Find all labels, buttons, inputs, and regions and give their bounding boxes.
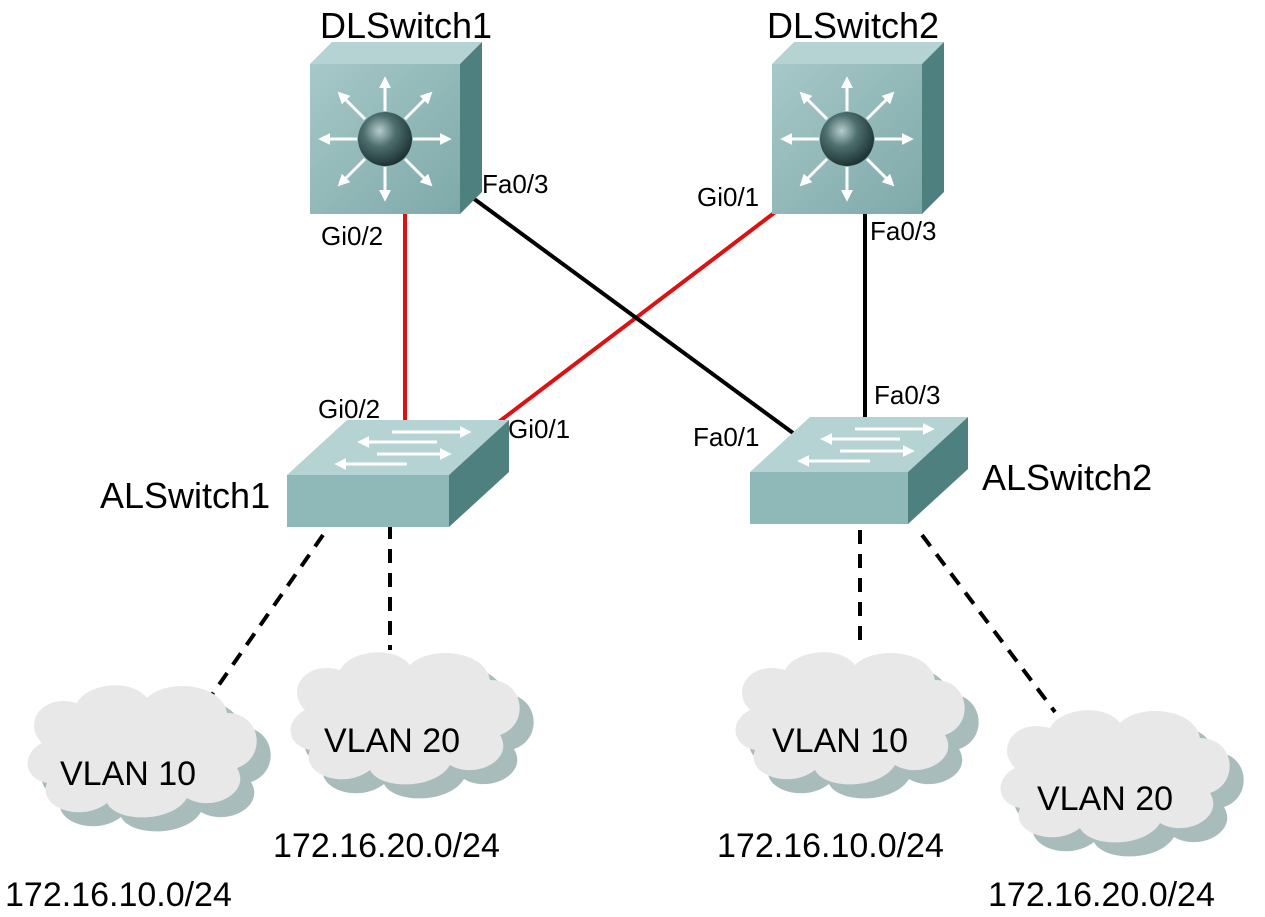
- cloud-icon[interactable]: [27, 685, 271, 832]
- link-dl1-al2[interactable]: [460, 188, 795, 435]
- workgroup-switch-icon[interactable]: [287, 420, 509, 527]
- cloud-icon[interactable]: [1000, 710, 1244, 857]
- workgroup-switch-icon[interactable]: [750, 417, 968, 524]
- port-label-al1-gi01: Gi0/1: [508, 414, 570, 444]
- dash-al1-v10: [198, 533, 325, 714]
- dash-al2-v20: [920, 533, 1057, 714]
- subnet-label-al1-v10: 172.16.10.0/24: [5, 876, 232, 914]
- vlan-label-al2-v10: VLAN 10: [772, 722, 908, 760]
- alswitch2-label: ALSwitch2: [982, 457, 1152, 498]
- vlan-label-al1-v20: VLAN 20: [324, 722, 460, 760]
- vlan-access-links: [198, 525, 1057, 714]
- port-label-dl2-gi01: Gi0/1: [697, 182, 759, 212]
- cloud-icon[interactable]: [735, 652, 979, 799]
- multilayer-switch-icon[interactable]: [772, 42, 944, 214]
- dlswitch1-label: DLSwitch1: [320, 5, 492, 46]
- port-label-dl1-fa03: Fa0/3: [482, 169, 549, 199]
- port-label-al2-fa03: Fa0/3: [874, 380, 941, 410]
- port-label-al2-fa01: Fa0/1: [693, 422, 760, 452]
- cloud-icon[interactable]: [290, 652, 534, 799]
- subnet-label-al2-v10: 172.16.10.0/24: [717, 827, 944, 865]
- vlan-label-al2-v20: VLAN 20: [1037, 780, 1173, 818]
- port-label-dl2-fa03: Fa0/3: [870, 216, 937, 246]
- port-label-al1-gi02: Gi0/2: [318, 394, 380, 424]
- subnet-label-al2-v20: 172.16.20.0/24: [988, 876, 1215, 914]
- links: [403, 188, 867, 435]
- alswitch1-label: ALSwitch1: [100, 475, 270, 516]
- vlan-label-al1-v10: VLAN 10: [60, 755, 196, 793]
- subnet-label-al1-v20: 172.16.20.0/24: [273, 827, 500, 865]
- dlswitch2-label: DLSwitch2: [767, 5, 939, 46]
- multilayer-switch-icon[interactable]: [310, 42, 482, 214]
- port-label-dl1-gi02: Gi0/2: [321, 221, 383, 251]
